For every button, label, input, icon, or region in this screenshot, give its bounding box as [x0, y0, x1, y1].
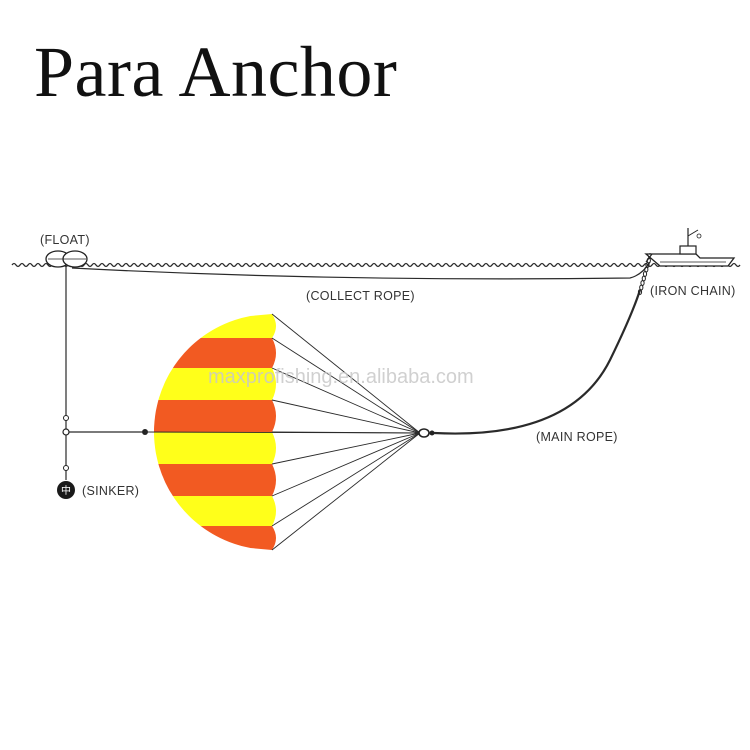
- canopy-panel: [154, 400, 276, 432]
- shroud-line: [271, 432, 421, 497]
- watermark-text: maxprofishing.en.alibaba.com: [208, 366, 474, 388]
- swivel-icon: [63, 465, 69, 471]
- canopy-panel: [172, 338, 276, 368]
- sinker-icon: 中: [57, 481, 75, 499]
- collect-rope: [71, 261, 651, 280]
- ring-icon: [62, 428, 70, 436]
- canopy-panel: [200, 314, 276, 338]
- shroud-line: [271, 432, 421, 551]
- center-line: [144, 431, 421, 434]
- parachute-canopy: [142, 314, 276, 550]
- svg-text:中: 中: [61, 484, 71, 497]
- canopy-panel: [158, 464, 276, 496]
- canopy-panel: [158, 368, 276, 400]
- shroud-line: [271, 313, 421, 434]
- page-title: Para Anchor: [34, 32, 398, 112]
- shroud-line: [271, 432, 421, 465]
- shroud-lines: [144, 313, 421, 551]
- sinker-label: (SINKER): [82, 484, 139, 498]
- shroud-line: [271, 399, 421, 434]
- main-rope: [433, 289, 642, 435]
- shroud-line: [271, 367, 421, 434]
- canopy-panel: [200, 526, 276, 550]
- float-icon: [45, 250, 88, 268]
- float-label: (FLOAT): [40, 233, 90, 247]
- shroud-line: [271, 337, 421, 434]
- boat-icon: [644, 228, 736, 267]
- canopy-panel: [154, 432, 276, 464]
- sea-surface-line: [11, 262, 741, 268]
- main-rope-label: (MAIN ROPE): [536, 430, 618, 444]
- shackle-icon: [418, 428, 435, 438]
- canopy-panel: [172, 496, 276, 526]
- swivel-icon: [63, 415, 69, 421]
- collect-rope-label: (COLLECT ROPE): [306, 289, 415, 303]
- iron-chain-label: (IRON CHAIN): [650, 284, 736, 298]
- shroud-line: [271, 432, 421, 527]
